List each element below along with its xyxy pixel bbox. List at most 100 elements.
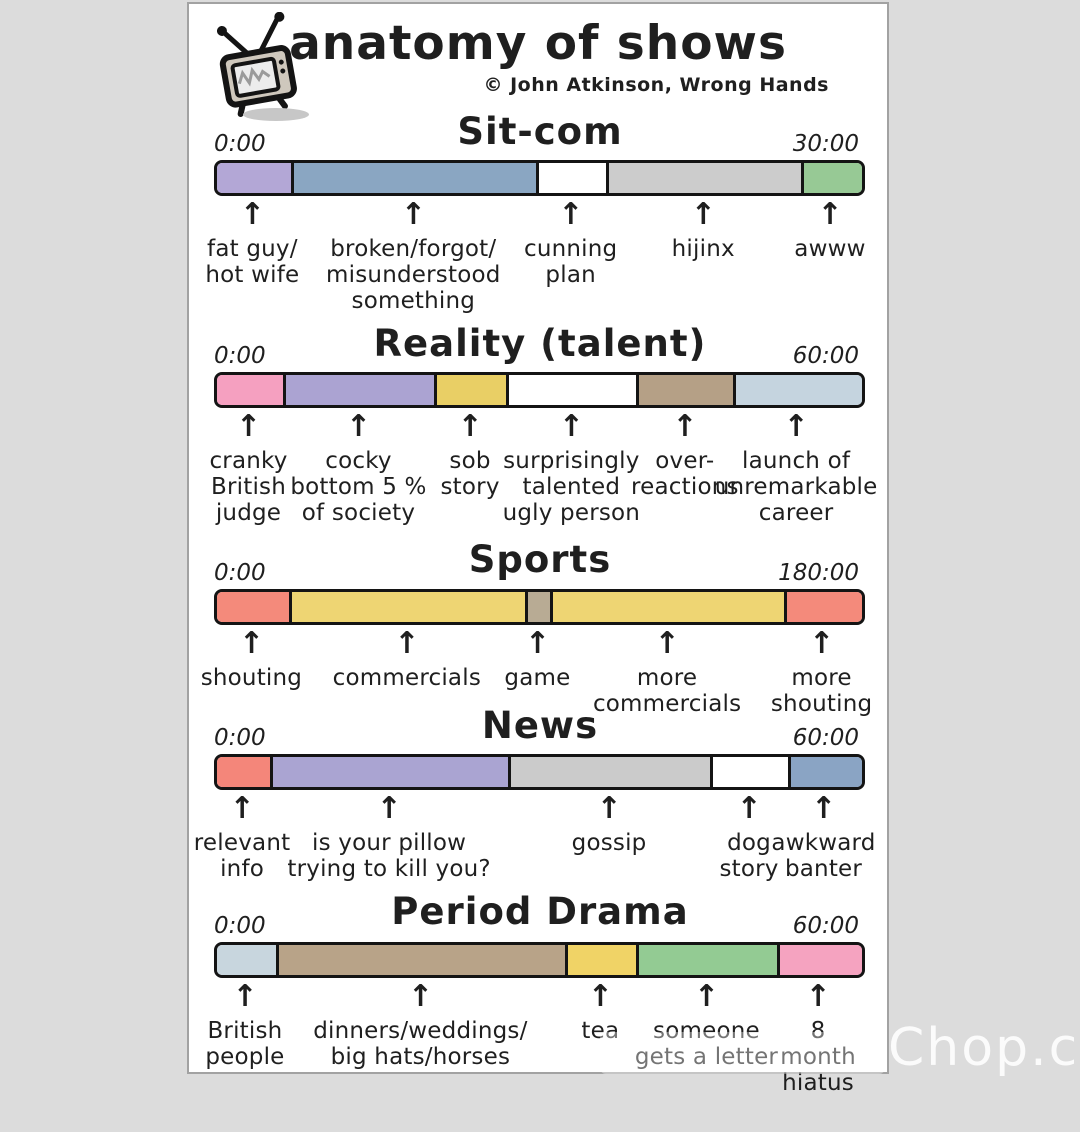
arrow-up-icon: ↑ xyxy=(407,979,433,1014)
bar-segment xyxy=(509,375,640,405)
time-end: 30:00 xyxy=(792,131,859,157)
segment-annotation: ↑more commercials xyxy=(592,629,742,718)
segment-label: shouting xyxy=(200,665,303,691)
segment-annotation: ↑ cunning plan xyxy=(523,197,618,289)
bar-segment xyxy=(553,592,788,622)
segment-annotation: ↑commercials xyxy=(333,626,481,692)
arrow-up-icon: ↑ xyxy=(736,791,762,826)
segment-annotation: ↑ surprisingly talented ugly person xyxy=(503,412,641,527)
bar-segment xyxy=(293,163,539,193)
arrow-up-icon: ↑ xyxy=(809,626,835,661)
segment-label: British people xyxy=(205,1018,285,1071)
arrow-up-icon: ↑ xyxy=(810,791,837,826)
watermark-text: Chop.com xyxy=(888,1018,1080,1078)
segment-annotation: ↑ dinners/weddings/ big hats/horses xyxy=(313,979,528,1071)
arrow-up-icon: ↑ xyxy=(229,791,255,826)
segment-label: dinners/weddings/ big hats/horses xyxy=(313,1018,528,1071)
time-end: 60:00 xyxy=(792,725,859,751)
bar-segment xyxy=(638,945,781,975)
section-title: Period Drama xyxy=(391,890,689,933)
segment-annotation: ↑ broken/forgot/ misunderstood something xyxy=(326,200,500,315)
segment-label: more shouting xyxy=(770,665,873,718)
axis-times: 0:00 60:00 xyxy=(214,725,859,751)
arrow-up-icon: ↑ xyxy=(672,409,698,444)
bar-segment xyxy=(780,945,862,975)
segment-label: cunning plan xyxy=(523,236,618,289)
time-start: 0:00 xyxy=(214,913,266,939)
bar-segment xyxy=(217,757,274,787)
arrow-up-icon: ↑ xyxy=(805,979,831,1014)
arrow-up-icon: ↑ xyxy=(524,626,551,661)
segment-annotation: ↑ dog story xyxy=(719,791,779,883)
arrow-up-icon: ↑ xyxy=(457,409,483,444)
arrow-up-icon: ↑ xyxy=(232,979,258,1014)
timeline-bar xyxy=(214,160,865,196)
segment-annotation: ↑tea xyxy=(581,982,619,1045)
arrow-up-icon: ↑ xyxy=(558,197,584,232)
segment-annotation: ↑gossip xyxy=(572,794,647,857)
segment-label: broken/forgot/ misunderstood something xyxy=(326,236,501,315)
bar-segment xyxy=(803,163,862,193)
segment-annotations: ↑ fat guy/ hot wife ↑ broken/forgot/ misund… xyxy=(205,197,865,350)
axis-times: 0:00 60:00 xyxy=(214,913,859,939)
bar-segment xyxy=(273,757,512,787)
bar-segment xyxy=(436,375,510,405)
arrow-up-icon: ↑ xyxy=(558,409,584,444)
watermark-overlay xyxy=(600,1032,885,1074)
bar-segment xyxy=(511,757,713,787)
time-end: 60:00 xyxy=(792,913,859,939)
segment-annotation: ↑ British people xyxy=(205,979,285,1071)
segment-annotation: ↑ game xyxy=(504,626,571,692)
bar-segment xyxy=(791,757,862,787)
segment-label: cranky British judge xyxy=(209,448,288,527)
arrow-up-icon: ↑ xyxy=(239,197,265,232)
segment-annotation: ↑over- reactions xyxy=(631,409,739,501)
segment-annotations: ↑shouting↑commercials↑game↑more commerci… xyxy=(201,626,872,779)
timeline-bar xyxy=(214,372,865,408)
segment-annotation: ↑someone gets a letter xyxy=(635,979,778,1071)
segment-label: relevant info xyxy=(193,830,291,883)
segment-annotation: ↑cranky British judge xyxy=(209,412,287,527)
segment-annotation: ↑hijinx xyxy=(672,197,735,263)
time-start: 0:00 xyxy=(214,131,266,157)
segment-label: awkward banter xyxy=(771,830,876,883)
bar-segment xyxy=(217,592,292,622)
arrow-up-icon: ↑ xyxy=(783,409,809,444)
timeline-bar xyxy=(214,589,865,625)
arrow-up-icon: ↑ xyxy=(693,979,720,1014)
segment-annotations: ↑ British people ↑ dinners/weddings/ big ha… xyxy=(205,979,859,1132)
arrow-up-icon: ↑ xyxy=(690,197,716,232)
arrow-up-icon: ↑ xyxy=(400,197,426,232)
author-credit: © John Atkinson, Wrong Hands xyxy=(483,74,829,96)
section-title: Sit-com xyxy=(457,110,623,153)
segment-label: more commercials xyxy=(592,665,742,718)
page-title: anatomy of shows xyxy=(289,16,787,71)
segment-label: is your pillow trying to kill you? xyxy=(287,830,491,883)
tv-shadow xyxy=(243,108,309,121)
segment-annotations: ↑relevant info↑is your pillow trying to … xyxy=(194,791,876,944)
section-title: News xyxy=(481,704,599,747)
segment-label: sob story xyxy=(440,448,500,501)
segment-label: awww xyxy=(794,236,866,262)
arrow-up-icon: ↑ xyxy=(345,409,372,444)
segment-label: launch of unremarkable career xyxy=(714,448,878,527)
segment-label: dog story xyxy=(719,830,779,883)
tv-icon xyxy=(205,11,315,124)
segment-label: surprisingly talented ugly person xyxy=(502,448,641,527)
segment-label: game xyxy=(504,665,571,691)
bar-segment xyxy=(291,592,528,622)
bar-segment xyxy=(278,945,568,975)
segment-annotation: ↑ fat guy/ hot wife xyxy=(205,197,300,289)
arrow-up-icon: ↑ xyxy=(394,626,420,661)
time-start: 0:00 xyxy=(214,725,266,751)
segment-annotation: ↑is your pillow trying to kill you? xyxy=(287,794,491,883)
segment-annotation: ↑ cocky bottom 5 % of society xyxy=(290,412,426,527)
segment-label: cocky bottom 5 % of society xyxy=(290,448,427,527)
segment-annotation: ↑ awkward banter xyxy=(771,791,876,883)
segment-annotation: ↑awww xyxy=(794,200,866,263)
segment-label: fat guy/ hot wife xyxy=(205,236,300,289)
time-end: 180:00 xyxy=(778,560,859,586)
timeline-bar xyxy=(214,754,865,790)
bar-segment xyxy=(527,592,554,622)
